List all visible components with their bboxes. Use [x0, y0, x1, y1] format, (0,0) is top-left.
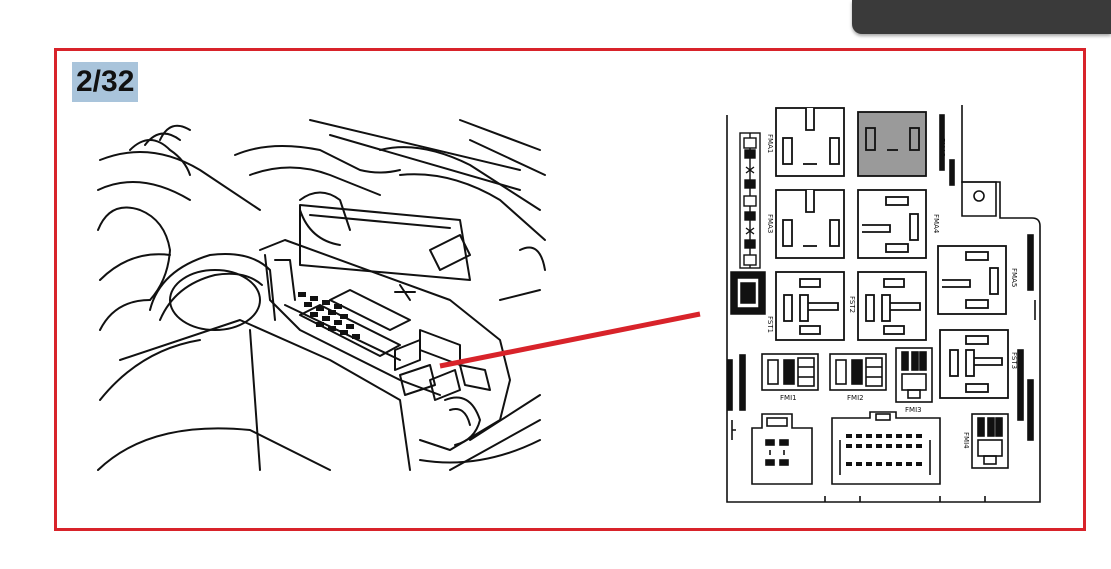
relay-fma3: [775, 189, 845, 259]
fusebox-layout: [726, 105, 1041, 503]
label-fma5: FMA5: [1010, 268, 1018, 287]
label-fmi4: FMI4: [962, 432, 970, 449]
page-counter: 2/32: [72, 62, 139, 102]
top-tab-bar: [852, 0, 1111, 34]
connector-main: [831, 411, 941, 485]
label-fma2: FMA2: [938, 138, 946, 157]
callout-line: [439, 311, 701, 369]
label-fma4: FMA4: [932, 214, 940, 234]
label-fmi3: FMI3: [905, 406, 922, 414]
fuse-fmi2: [829, 353, 887, 391]
fuse-fmi1: [761, 353, 819, 391]
fuse-fmi4: [971, 413, 1009, 469]
fuse-grid-detail: [298, 292, 360, 339]
fuse-strip: [739, 132, 761, 269]
label-fma1: FMA1: [766, 134, 774, 153]
relay-fma2-highlighted: [857, 111, 927, 177]
relay-fst1: [775, 271, 845, 341]
label-fst1: FST1: [766, 316, 774, 333]
label-fma3: FMA3: [766, 214, 774, 233]
label-fst3: FST3: [1010, 352, 1018, 369]
label-fst2: FST2: [848, 296, 856, 313]
diagram-frame: [54, 48, 1086, 531]
relay-fst3: [939, 329, 1009, 399]
relay-fma1: [775, 107, 845, 177]
mounting-bracket: [961, 181, 997, 217]
fuse-fst1: [730, 271, 766, 315]
connector-left: [751, 413, 813, 485]
label-fmi2: FMI2: [847, 394, 864, 402]
relay-fma5: [937, 245, 1007, 315]
relay-fst2: [857, 271, 927, 341]
label-fmi1: FMI1: [780, 394, 797, 402]
engine-bay-illustration: [97, 119, 546, 471]
relay-fma4: [857, 189, 927, 259]
fuse-fmi3: [895, 347, 933, 403]
